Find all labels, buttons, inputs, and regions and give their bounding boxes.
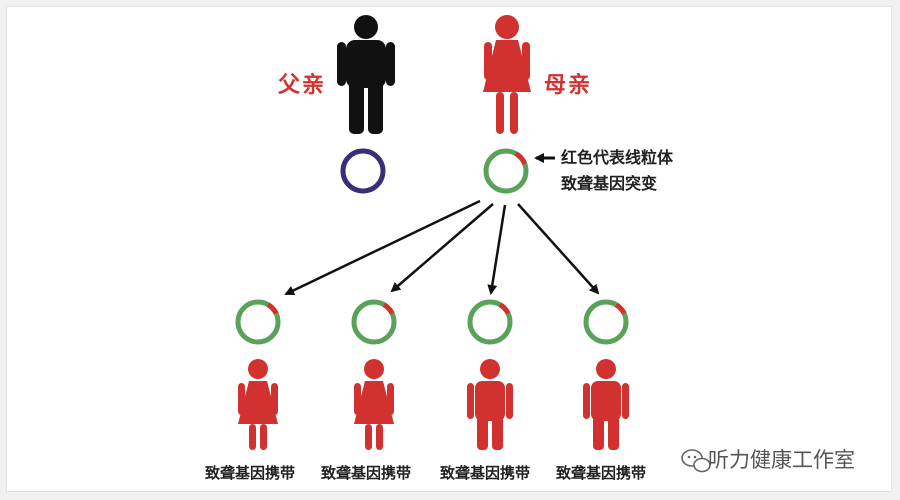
arrow-to-child-4 [517,203,600,295]
mutation-segment [266,302,279,315]
child-label-3: 致聋基因携带 [440,464,531,482]
father-figure [337,15,395,134]
child-figures [238,359,629,450]
inheritance-arrows [284,199,600,296]
arrow-to-child-3 [487,204,507,295]
arrow-to-child-2 [390,203,494,293]
child-figure-3-male [467,359,513,450]
mutation-segment [514,151,528,166]
mother-figure [483,15,531,134]
child-figure-2-female [354,359,394,450]
mother-label: 母亲 [544,73,593,98]
child-mito-ring-2 [351,299,397,345]
child-mito-ring-4 [583,299,629,345]
child-mito-ring-1 [235,299,281,345]
arrow-to-child-1 [284,199,481,296]
watermark-text: 听力健康工作室 [708,448,855,472]
mutation-segment [498,302,511,315]
child-figure-4-male [583,359,629,450]
father-label: 父亲 [278,73,327,98]
child-label-1: 致聋基因携带 [205,464,296,482]
image-frame [6,6,892,492]
mutation-segment [614,302,627,315]
annotation-line-2: 致聋基因突变 [561,174,658,193]
father-mito-ring [340,148,386,194]
mutation-segment [382,302,395,315]
watermark: 听力健康工作室 [670,444,855,474]
child-rings [235,299,629,345]
child-mito-ring-3 [467,299,513,345]
mother-mito-ring [483,148,529,194]
wechat-icon [681,449,711,473]
child-label-2: 致聋基因携带 [321,464,412,482]
child-figure-1-female [238,359,278,450]
child-label-4: 致聋基因携带 [556,464,647,482]
annotation-line-1: 红色代表线粒体 [561,148,674,167]
